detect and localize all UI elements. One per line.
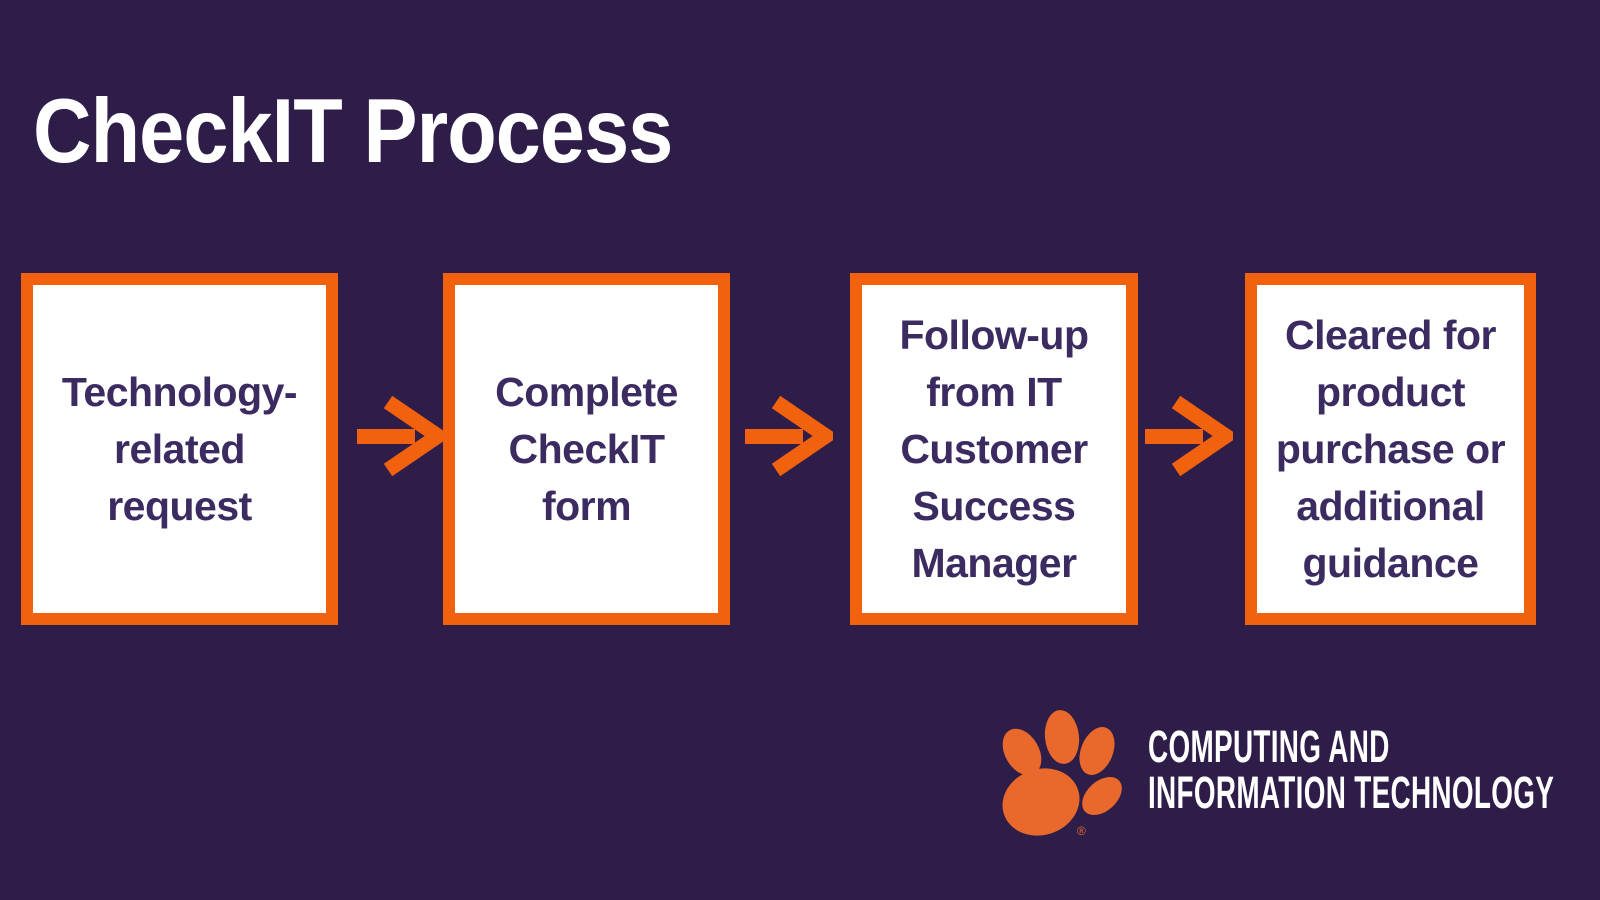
process-step-2-label: Complete CheckIT form (495, 368, 678, 529)
process-step-4: Cleared for product purchase or addition… (1245, 273, 1536, 625)
org-name-line2: INFORMATION TECHNOLOGY (1148, 767, 1555, 818)
process-step-4-label: Cleared for product purchase or addition… (1275, 311, 1506, 586)
tiger-paw-icon: ® (1002, 710, 1122, 838)
flow-arrow-icon (1145, 396, 1233, 476)
flow-arrow-icon (357, 396, 445, 476)
org-name: COMPUTING AND INFORMATION TECHNOLOGY (1148, 724, 1554, 816)
process-step-3-label: Follow-up from IT Customer Success Manag… (899, 311, 1089, 586)
process-step-2: Complete CheckIT form (443, 273, 730, 625)
org-name-line1: COMPUTING AND (1148, 721, 1390, 772)
process-step-1-label: Technology- related request (61, 368, 298, 529)
process-step-1: Technology- related request (21, 273, 338, 625)
registered-trademark-symbol: ® (1077, 824, 1086, 838)
page-title: CheckIT Process (33, 81, 673, 182)
process-step-3: Follow-up from IT Customer Success Manag… (850, 273, 1138, 625)
flow-arrow-icon (745, 396, 833, 476)
